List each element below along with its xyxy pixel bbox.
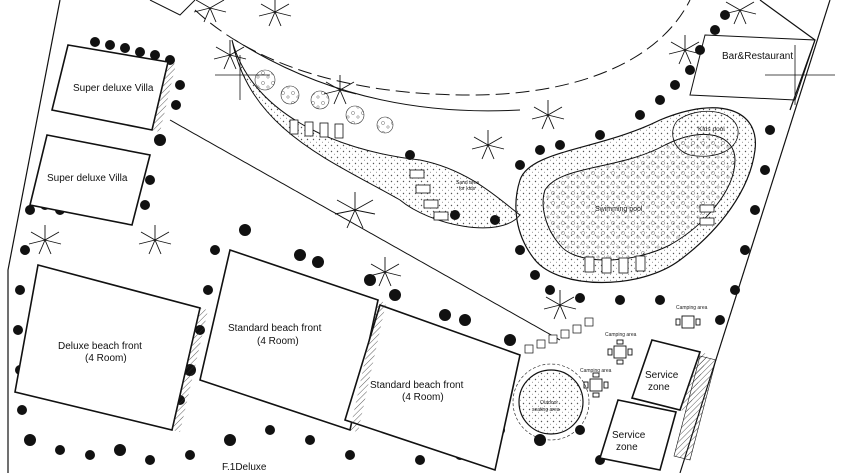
sand-area-region [231, 39, 521, 229]
label-service-zone-2-line2: zone [616, 442, 638, 453]
palm-trees [28, 0, 757, 320]
label-outdoor-seating-line1: Outdoor [540, 400, 558, 406]
stepping-stones [254, 69, 394, 134]
kids-pool-water [672, 110, 739, 157]
label-deluxe-beach-front: Deluxe beach front [58, 341, 142, 352]
super-deluxe-villa-2-footprint [29, 134, 151, 226]
terrace-strip [673, 355, 717, 461]
label-swimming-pool: Swimming pool [595, 206, 643, 213]
stepping-path [524, 317, 594, 354]
label-camping-area-2: Camping area [580, 368, 612, 374]
label-camping-area-3: Camping area [676, 305, 708, 311]
label-f1-deluxe: F.1Deluxe [222, 462, 267, 473]
camping-tables [583, 315, 701, 398]
crosshair-markers [215, 45, 835, 105]
label-kids-pool: Kids pool [698, 126, 725, 133]
label-super-deluxe-villa-2: Super deluxe Villa [47, 173, 128, 184]
standard-beach-front-2-footprint [344, 303, 521, 472]
access-road [149, 0, 691, 341]
label-camping-area-1: Camping area [605, 332, 637, 338]
label-standard-beach-front-1: Standard beach front [228, 323, 322, 334]
label-standard-beach-front-2: Standard beach front [370, 380, 464, 391]
sun-loungers [289, 119, 715, 274]
label-service-zone-1-line2: zone [648, 382, 670, 393]
label-sand-area-line2: for kids [459, 186, 476, 192]
buildings [14, 34, 816, 472]
swimming-pool-water [542, 133, 736, 261]
bar-restaurant-footprint [689, 34, 816, 101]
label-bar-restaurant: Bar&Restaurant [722, 51, 793, 62]
label-outdoor-seating-line2: seating area [532, 407, 560, 413]
label-service-zone-1-line1: Service [645, 370, 679, 381]
labels: Super deluxe Villa Super deluxe Villa De… [47, 51, 793, 473]
label-super-deluxe-villa-1: Super deluxe Villa [73, 83, 154, 94]
service-zone-2-footprint [598, 399, 677, 471]
outdoor-seating-ring [512, 363, 590, 441]
label-standard-beach-front-1-rooms: (4 Room) [257, 336, 299, 347]
label-deluxe-beach-front-rooms: (4 Room) [85, 353, 127, 364]
label-sand-area-line1: Sand area [456, 180, 479, 186]
outdoor-seating-area [518, 369, 584, 435]
label-service-zone-2-line1: Service [612, 430, 646, 441]
label-standard-beach-front-2-rooms: (4 Room) [402, 392, 444, 403]
